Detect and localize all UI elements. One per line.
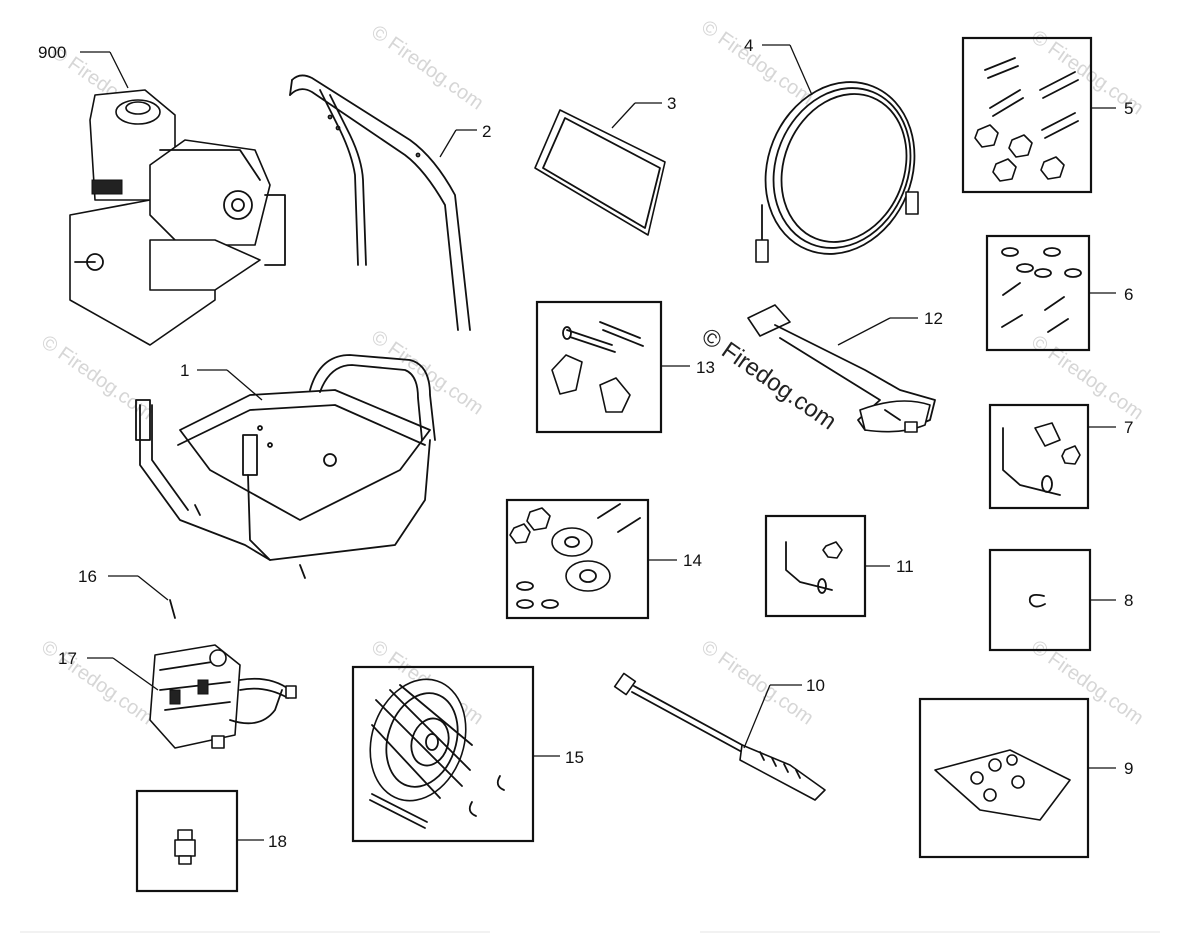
leader-2 <box>439 129 457 158</box>
leader-16 <box>137 575 169 601</box>
label-2: 2 <box>482 122 491 141</box>
part-16-pin[interactable] <box>169 599 176 619</box>
leader-900 <box>109 51 129 89</box>
label-10: 10 <box>806 676 825 695</box>
label-18: 18 <box>268 832 287 851</box>
label-4: 4 <box>744 36 753 55</box>
part-12-spray-gun[interactable] <box>747 304 936 433</box>
part-3-manual[interactable] <box>534 109 666 236</box>
part-18-fitting-kit[interactable] <box>135 789 239 893</box>
watermark-layer: © Firedog.com © Firedog.com © Firedog.co… <box>37 16 1147 729</box>
label-16: 16 <box>78 567 97 586</box>
label-1: 1 <box>180 361 189 380</box>
leader-1 <box>226 369 263 401</box>
label-8: 8 <box>1124 591 1133 610</box>
part-14-contents <box>509 503 641 609</box>
part-11-contents <box>785 541 843 594</box>
leader-10 <box>743 684 771 749</box>
label-12: 12 <box>924 309 943 328</box>
part-7-contents <box>1002 422 1081 496</box>
label-14: 14 <box>683 551 702 570</box>
center-watermark: © Firedog.com <box>697 323 842 436</box>
part-15-wheel-kit[interactable] <box>351 665 535 843</box>
part-11-kit[interactable] <box>764 514 867 618</box>
part-7-kit[interactable] <box>988 403 1090 510</box>
label-900: 900 <box>38 43 66 62</box>
watermark: © Firedog.com <box>697 16 817 109</box>
watermark: © Firedog.com <box>367 21 487 114</box>
part-4-hose[interactable] <box>740 59 939 276</box>
part-13-contents <box>551 321 644 413</box>
part-15-contents <box>369 678 505 829</box>
part-14-kit[interactable] <box>505 498 650 620</box>
leader-12 <box>837 317 891 346</box>
part-10-spray-lance[interactable] <box>613 672 826 801</box>
label-3: 3 <box>667 94 676 113</box>
leader-3 <box>611 102 636 129</box>
part-9-kit[interactable] <box>918 697 1090 859</box>
label-7: 7 <box>1124 418 1133 437</box>
part-6-contents <box>1001 247 1082 333</box>
part-13-kit[interactable] <box>535 300 663 434</box>
part-5-hardware-kit[interactable] <box>961 36 1093 194</box>
part-8-e-clip <box>1028 593 1046 608</box>
part-17-pump[interactable] <box>149 644 297 749</box>
label-5: 5 <box>1124 99 1133 118</box>
leader-17 <box>112 657 159 691</box>
part-1-frame[interactable] <box>135 354 436 579</box>
label-11: 11 <box>896 557 914 576</box>
part-18-contents <box>174 829 196 865</box>
watermark: © Firedog.com <box>37 636 157 729</box>
label-17: 17 <box>58 649 77 668</box>
part-9-contents <box>934 749 1071 821</box>
label-13: 13 <box>696 358 715 377</box>
label-6: 6 <box>1124 285 1133 304</box>
label-15: 15 <box>565 748 584 767</box>
part-900-engine[interactable] <box>69 89 286 346</box>
part-5-contents <box>974 57 1079 182</box>
leader-4 <box>789 44 813 96</box>
watermark: © Firedog.com <box>367 326 487 419</box>
label-9: 9 <box>1124 759 1133 778</box>
part-8-clip[interactable] <box>988 548 1092 652</box>
part-2-handle[interactable] <box>289 74 471 331</box>
